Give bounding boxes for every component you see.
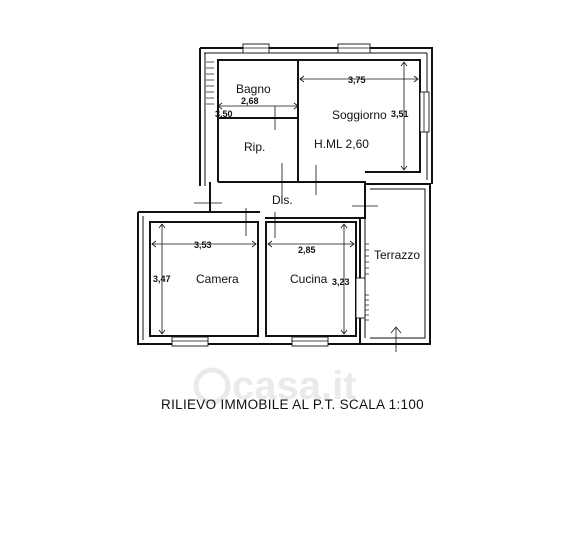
windows <box>171 43 430 347</box>
room-label-cucina: Cucina <box>290 272 328 286</box>
room-label-soggiorno: Soggiorno <box>332 108 387 122</box>
outer-walls <box>137 47 433 345</box>
dim-camera-width: 3,53 <box>194 240 212 250</box>
ceiling-height-label: H.ML 2,60 <box>314 137 369 151</box>
dim-camera-depth: 3,47 <box>153 274 171 284</box>
window-soggiorno <box>337 43 371 54</box>
room-label-terrazzo: Terrazzo <box>374 248 420 262</box>
dimension-labels: 2,68 3,50 3,75 3,51 3,53 3,47 2,85 3,23 <box>153 75 409 287</box>
window-soggiorno-side <box>419 91 430 133</box>
dim-bagno-depth: 3,50 <box>215 109 233 119</box>
dimension-lines <box>151 61 419 335</box>
dim-soggiorno-width: 3,75 <box>348 75 366 85</box>
watermark-text: casa.it <box>232 364 357 408</box>
dim-cucina-width: 2,85 <box>298 245 316 255</box>
window-cucina-side <box>355 277 366 319</box>
door-marks <box>194 106 402 352</box>
window-hatching <box>206 61 369 321</box>
window-camera <box>171 336 209 347</box>
dim-cucina-depth: 3,23 <box>332 277 350 287</box>
room-label-bagno: Bagno <box>236 82 271 96</box>
room-label-ripostiglio: Rip. <box>244 140 265 154</box>
room-label-camera: Camera <box>196 272 239 286</box>
window-bagno <box>242 43 270 54</box>
dim-soggiorno-depth: 3,51 <box>391 109 409 119</box>
room-labels: Bagno Soggiorno Rip. H.ML 2,60 Dis. Terr… <box>196 82 420 286</box>
watermark: casa.it <box>193 364 357 408</box>
room-label-disimpegno: Dis. <box>272 193 293 207</box>
window-cucina <box>291 336 329 347</box>
dim-bagno-width: 2,68 <box>241 96 259 106</box>
plan-caption: RILIEVO IMMOBILE AL P.T. SCALA 1:100 <box>161 397 424 412</box>
